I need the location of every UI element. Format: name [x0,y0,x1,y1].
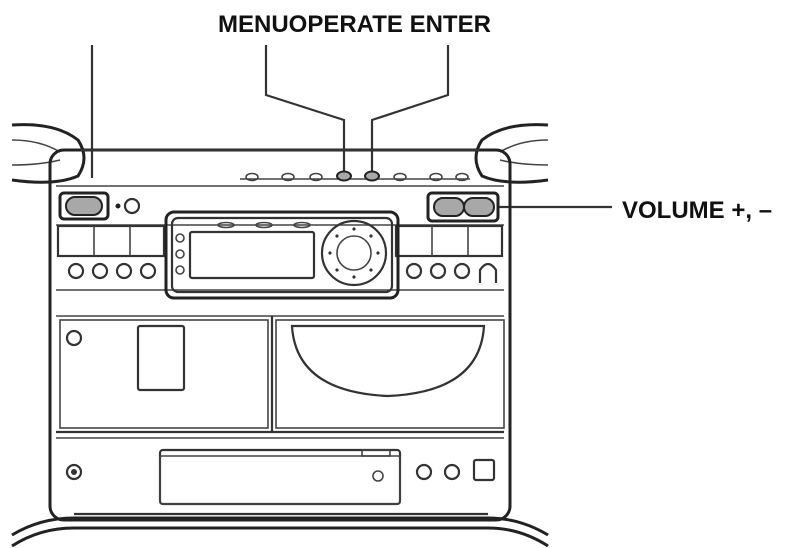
display-button[interactable] [175,233,185,243]
unit-base [11,512,549,548]
display-button[interactable] [175,249,185,259]
menu-operate-button[interactable] [336,170,352,182]
power-led [123,197,141,215]
top-button[interactable] [309,172,323,182]
left-button[interactable] [91,262,109,280]
deck-section [59,316,505,432]
volume-plus-button[interactable] [463,197,495,217]
left-handle [11,123,86,184]
power-button[interactable] [65,196,103,216]
right-button[interactable] [429,262,447,280]
top-button[interactable] [455,172,469,182]
left-button[interactable] [115,262,133,280]
jog-dial-outer [320,219,388,287]
callout-enter-line [370,45,450,175]
cassette-window [136,324,186,392]
bottom-deck [65,448,496,506]
top-button[interactable] [245,172,259,182]
jog-dial-dots [328,227,380,279]
right-handle [474,123,549,184]
tape-deck-door [158,448,402,506]
right-button-group [394,224,504,283]
jog-dial[interactable] [336,235,372,271]
volume-minus-button[interactable] [433,197,465,217]
enter-button[interactable] [364,170,380,182]
top-button[interactable] [393,172,407,182]
unit-body [48,148,512,522]
left-button-group [56,224,166,280]
display-button[interactable] [175,265,185,275]
volume-area [426,191,500,223]
callout-menu-line [264,45,346,175]
cd-lid [290,324,486,398]
headphone-jack [478,262,498,283]
tape-deck-button[interactable] [372,470,384,482]
bottom-button[interactable] [415,463,433,481]
label-menu-operate-enter: MENUOPERATE ENTER [218,11,491,38]
callout-lines [90,45,612,209]
top-button[interactable] [429,172,443,182]
bottom-button[interactable] [443,463,461,481]
label-volume: VOLUME +, – [622,197,772,224]
top-button-row [240,170,470,182]
lcd-display [188,230,316,280]
right-button[interactable] [453,262,471,280]
top-button[interactable] [281,172,295,182]
eject-button[interactable] [65,329,83,347]
display-panel [164,210,400,300]
power-area [58,191,141,221]
power-indicator [115,203,121,209]
left-button[interactable] [67,262,85,280]
left-button[interactable] [139,262,157,280]
right-button[interactable] [405,262,423,280]
bottom-knob[interactable] [65,463,83,481]
bottom-square-button[interactable] [472,458,496,482]
